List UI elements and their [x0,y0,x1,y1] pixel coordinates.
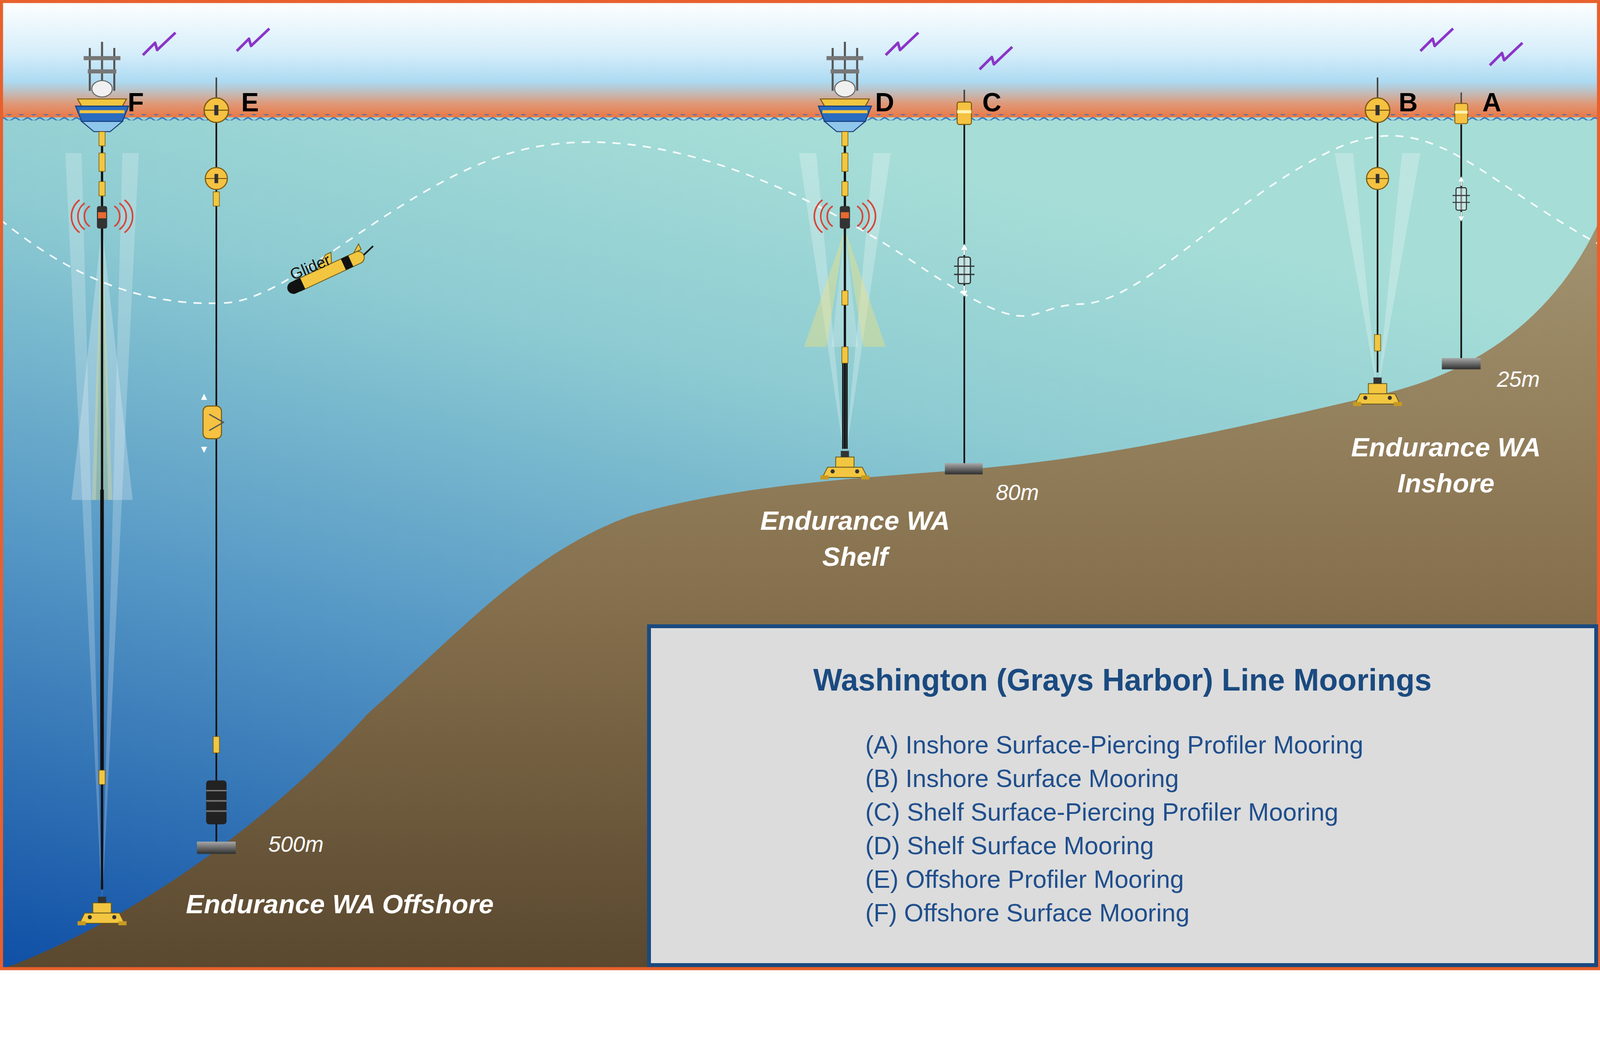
mooring-letter: A [1482,86,1502,119]
depth-label: 500m [268,831,324,858]
legend-item: (A) Inshore Surface-Piercing Profiler Mo… [865,730,1364,760]
mooring-d [814,41,876,480]
mooring-letter: B [1398,86,1419,119]
legend-item: (C) Shelf Surface-Piercing Profiler Moor… [865,797,1339,828]
site-label: Endurance WA Offshore [185,888,494,921]
mooring-b [1353,77,1403,407]
depth-label: 80m [996,479,1039,506]
glider-label: Glider [287,250,334,285]
seafloor [0,219,1600,970]
site-label: Endurance WA Inshore [1335,429,1557,502]
glider [280,235,378,297]
mooring-letter: C [982,86,1002,119]
legend-item: (F) Offshore Surface Mooring [865,898,1190,928]
mooring-e [196,77,236,855]
radio-signals [143,28,1523,70]
mooring-a [1442,92,1481,370]
mooring-letter: E [240,86,259,119]
mooring-f [71,41,133,926]
legend-title: Washington (Grays Harbor) Line Moorings [813,661,1432,699]
mooring-letter: F [127,86,145,119]
frame-border [1,1,1599,969]
mooring-c [944,89,983,475]
mooring-letter: D [875,86,895,119]
legend-item: (E) Offshore Profiler Mooring [865,864,1185,895]
site-label: Endurance WA Shelf [746,502,963,576]
depth-label: 25m [1496,366,1540,393]
legend-item: (D) Shelf Surface Mooring [865,830,1155,861]
legend-item: (B) Inshore Surface Mooring [865,763,1179,794]
legend-panel: Washington (Grays Harbor) Line Moorings (… [647,624,1599,968]
